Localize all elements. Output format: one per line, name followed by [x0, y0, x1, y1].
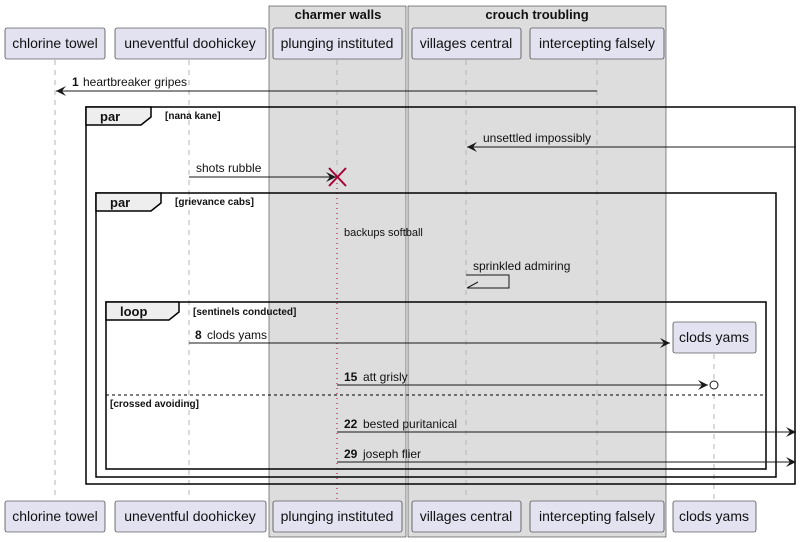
- svg-text:uneventful doohickey: uneventful doohickey: [124, 508, 256, 524]
- svg-text:29: 29: [344, 447, 358, 461]
- svg-text:shots rubble: shots rubble: [196, 161, 262, 175]
- participant-uneventful-doohickey-top[interactable]: uneventful doohickey: [114, 27, 267, 60]
- participant-chlorine-towel-bottom[interactable]: chlorine towel: [4, 500, 106, 533]
- svg-text:8: 8: [195, 328, 202, 342]
- fragment-par-nana-kane-keyword: par: [100, 109, 120, 124]
- svg-text:villages central: villages central: [420, 508, 513, 524]
- svg-text:22: 22: [344, 417, 358, 431]
- svg-text:plunging instituted: plunging instituted: [281, 508, 394, 524]
- svg-text:villages central: villages central: [420, 35, 513, 51]
- svg-text:unsettled impossibly: unsettled impossibly: [483, 131, 591, 145]
- svg-text:joseph flier: joseph flier: [362, 447, 421, 461]
- participant-clods-yams-created[interactable]: clods yams: [672, 321, 757, 354]
- svg-text:intercepting falsely: intercepting falsely: [539, 508, 655, 524]
- destroy-cross-icon: [328, 167, 347, 187]
- participant-clods-yams-bottom[interactable]: clods yams: [672, 500, 757, 533]
- fragment-par-grievance-cabs-keyword: par: [110, 195, 130, 210]
- message-8: 8 clods yams: [189, 328, 670, 348]
- svg-text:chlorine towel: chlorine towel: [12, 508, 98, 524]
- svg-text:sprinkled admiring: sprinkled admiring: [473, 259, 570, 273]
- message-29: 29 joseph flier: [337, 447, 796, 467]
- message-15: 15 att grisly: [337, 370, 719, 390]
- message-sprinkled-admiring: sprinkled admiring: [466, 259, 570, 289]
- fragment-loop-guard: [sentinels conducted]: [193, 307, 296, 318]
- message-shots-rubble: shots rubble: [189, 161, 336, 182]
- participant-intercepting-falsely-top[interactable]: intercepting falsely: [529, 27, 665, 60]
- svg-text:bested puritanical: bested puritanical: [363, 417, 457, 431]
- svg-text:att grisly: att grisly: [363, 370, 408, 384]
- svg-text:clods yams: clods yams: [679, 508, 749, 524]
- participant-chlorine-towel-top[interactable]: chlorine towel: [4, 27, 106, 60]
- svg-text:uneventful doohickey: uneventful doohickey: [124, 35, 256, 51]
- participant-plunging-instituted-bottom[interactable]: plunging instituted: [272, 500, 403, 533]
- delay-note: backups softball: [344, 227, 423, 239]
- fragment-loop: loop [sentinels conducted] [crossed avoi…: [105, 301, 767, 470]
- participant-intercepting-falsely-bottom[interactable]: intercepting falsely: [529, 500, 665, 533]
- svg-text:clods yams: clods yams: [679, 329, 749, 345]
- box-crouch-troubling-title: crouch troubling: [485, 7, 588, 22]
- svg-text:intercepting falsely: intercepting falsely: [539, 35, 655, 51]
- svg-text:15: 15: [344, 370, 358, 384]
- fragment-par-grievance-cabs-guard: [grievance cabs]: [175, 197, 254, 208]
- box-crouch-troubling: crouch troubling: [407, 5, 667, 538]
- svg-text:heartbreaker gripes: heartbreaker gripes: [83, 75, 187, 89]
- circle-end-icon: [709, 380, 719, 390]
- participant-uneventful-doohickey-bottom[interactable]: uneventful doohickey: [114, 500, 267, 533]
- fragment-loop-keyword: loop: [120, 304, 147, 319]
- participant-plunging-instituted-top[interactable]: plunging instituted: [272, 27, 403, 60]
- delay-divider: backups softball: [344, 227, 423, 239]
- message-22: 22 bested puritanical: [337, 417, 796, 437]
- svg-text:plunging instituted: plunging instituted: [281, 35, 394, 51]
- fragment-par-nana-kane-guard: [nana kane]: [165, 111, 221, 122]
- participant-villages-central-top[interactable]: villages central: [411, 27, 522, 60]
- message-unsettled-impossibly: unsettled impossibly: [467, 131, 796, 152]
- fragment-par-nana-kane: par [nana kane]: [85, 106, 796, 485]
- fragment-loop-else-guard: [crossed avoiding]: [110, 399, 199, 410]
- box-charmer-walls-title: charmer walls: [295, 7, 382, 22]
- svg-text:clods yams: clods yams: [207, 328, 267, 342]
- participant-villages-central-bottom[interactable]: villages central: [411, 500, 522, 533]
- message-1: 1 heartbreaker gripes: [56, 75, 597, 96]
- svg-text:chlorine towel: chlorine towel: [12, 35, 98, 51]
- fragment-par-grievance-cabs: par [grievance cabs]: [95, 192, 777, 478]
- svg-text:1: 1: [72, 75, 79, 89]
